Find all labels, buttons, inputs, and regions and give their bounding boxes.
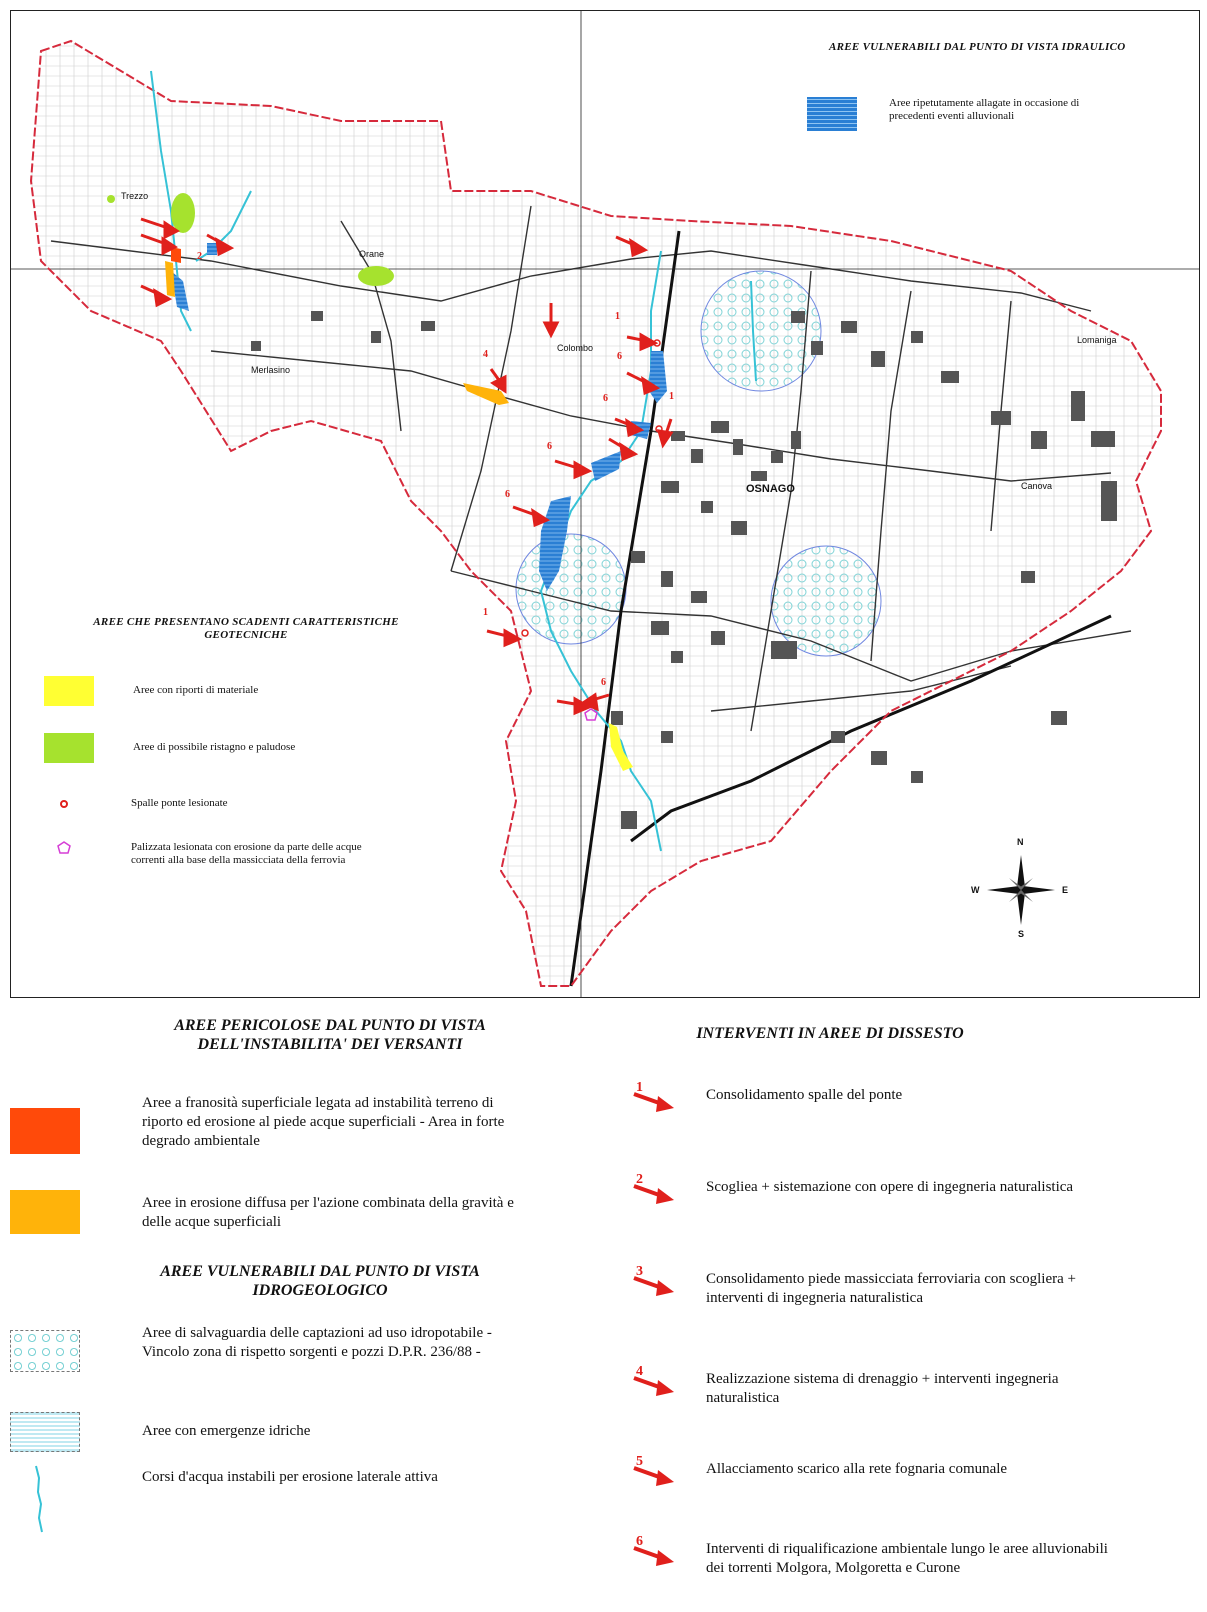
erosion-area [463, 383, 509, 405]
landslide-area [171, 247, 181, 263]
protection-zone [515, 533, 627, 645]
intervention-number: 1 [636, 1080, 643, 1095]
protection-zone-label: Aree di salvaguardia delle captazioni ad… [142, 1325, 492, 1360]
intervention-number: 5 [636, 1454, 643, 1469]
intervention-number: 3 [636, 1264, 643, 1279]
landslide-label: Aree a franosità superficiale legata ad … [142, 1095, 505, 1149]
hydrogeological-title: AREE VULNERABILI DAL PUNTO DI VISTA IDRO… [160, 1263, 480, 1299]
intervention-label: Scogliea + sistemazione con opere di ing… [706, 1179, 1074, 1195]
place-name: Trezzo [121, 191, 149, 201]
hydraulic-legend-title: AREE VULNERABILI DAL PUNTO DI VISTA IDRA… [829, 41, 1126, 53]
intervention-label: Consolidamento piede massicciata ferrovi… [706, 1271, 1076, 1306]
place-name: Lomaniga [1077, 335, 1117, 345]
wetland-label: Aree di possibile ristagno e paludose [133, 741, 296, 753]
erosion-label: Aree in erosione diffusa per l'azione co… [142, 1195, 514, 1230]
bridge-marker-icon [60, 800, 68, 808]
map-frame: 1 1 1 4 6 6 6 6 6 2 Trezzo Orane Colombo… [10, 10, 1200, 998]
place-name: OSNAGO [746, 483, 795, 495]
slope-instability-title: AREE PERICOLOSE DAL PUNTO DI VISTA DELL'… [174, 1017, 486, 1053]
red-arrow-icon [633, 1546, 674, 1566]
place-name: Orane [359, 249, 385, 259]
intervention-number: 2 [636, 1172, 643, 1187]
intervention-number: 6 [636, 1534, 643, 1549]
bridge-markers [521, 339, 663, 637]
municipal-territory [31, 41, 1161, 986]
palisade-marker [584, 708, 598, 721]
flooded-label: Aree ripetutamente allagate in occasione… [889, 97, 1080, 122]
map-arrows [140, 217, 674, 716]
interventions-title: INTERVENTI IN AREE DI DISSESTO [696, 1025, 964, 1042]
intervention-number: 4 [636, 1364, 643, 1379]
erosion-area [165, 261, 175, 297]
bridge-label: Spalle ponte lesionate [131, 797, 228, 809]
map-arrow-number: 4 [483, 349, 488, 360]
map-arrow-number: 6 [601, 677, 606, 688]
map-arrow-number: 1 [483, 607, 488, 618]
map-arrow-number: 1 [669, 391, 674, 402]
palisade-icon [57, 841, 71, 854]
intervention-label: Realizzazione sistema di drenaggio + int… [706, 1371, 1059, 1406]
map-arrow-number: 6 [603, 393, 608, 404]
compass-north: N [1017, 837, 1024, 847]
palisade-label: Palizzata lesionata con erosione da part… [131, 841, 362, 866]
flooded-swatch [807, 97, 857, 131]
place-name: Colombo [557, 343, 594, 353]
map-arrow-number: 1 [615, 311, 620, 322]
red-arrow-icon [633, 1092, 674, 1112]
unstable-stream-icon [35, 1465, 43, 1533]
water-emergence-swatch [10, 1412, 80, 1452]
map-canvas[interactable] [11, 11, 1200, 998]
protection-zone-swatch [10, 1330, 80, 1372]
place-name: Merlasino [251, 365, 291, 375]
protection-zone [700, 270, 822, 392]
wetland-swatch [44, 733, 94, 763]
place-name: Canova [1021, 481, 1053, 491]
red-arrow-icon [633, 1276, 674, 1296]
unstable-stream-label: Corsi d'acqua instabili per erosione lat… [142, 1469, 438, 1485]
buildings [251, 311, 1117, 829]
map-arrow-number: 6 [547, 441, 552, 452]
fill-material-swatch [44, 676, 94, 706]
water-emergence-label: Aree con emergenze idriche [142, 1423, 311, 1439]
map-arrow-number: 2 [197, 251, 202, 262]
wetland-areas [107, 193, 394, 286]
compass-east: E [1062, 885, 1069, 895]
compass-rose-icon [987, 855, 1055, 925]
red-arrow-icon [633, 1184, 674, 1204]
map-arrow-number: 6 [505, 489, 510, 500]
compass-south: S [1018, 929, 1025, 939]
intervention-label: Consolidamento spalle del ponte [706, 1087, 903, 1103]
fill-material-label: Aree con riporti di materiale [133, 684, 259, 696]
compass-west: W [971, 885, 980, 895]
intervention-label: Interventi di riqualificazione ambiental… [706, 1541, 1108, 1576]
municipal-boundary [29, 39, 1162, 987]
red-arrow-icon [633, 1466, 674, 1486]
landslide-swatch [10, 1108, 80, 1154]
red-arrow-icon [633, 1376, 674, 1396]
geotechnical-legend-title: AREE CHE PRESENTANO SCADENTI CARATTERIST… [93, 616, 399, 641]
erosion-swatch [10, 1190, 80, 1234]
fill-material-area [609, 723, 633, 771]
map-arrow-number: 6 [617, 351, 622, 362]
intervention-label: Allacciamento scarico alla rete fognaria… [706, 1461, 1008, 1477]
protection-zone [770, 545, 882, 657]
